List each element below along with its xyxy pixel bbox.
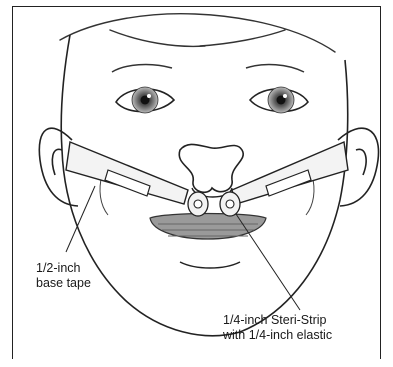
mouth bbox=[180, 262, 240, 268]
left-base-tape bbox=[66, 142, 188, 204]
hair-strands bbox=[60, 14, 335, 52]
nose-with-tape bbox=[179, 144, 243, 216]
steri-strip-leader-line bbox=[236, 214, 300, 310]
right-base-tape bbox=[232, 142, 348, 204]
base-tape-callout: 1/2-inch base tape bbox=[36, 261, 91, 291]
left-eye bbox=[116, 87, 174, 113]
left-eyebrow bbox=[112, 65, 172, 72]
base-tape-callout-line2: base tape bbox=[36, 276, 91, 290]
steri-strip-callout-line1: 1/4-inch Steri-Strip bbox=[223, 313, 327, 327]
steri-strip-callout: 1/4-inch Steri-Strip with 1/4-inch elast… bbox=[223, 313, 332, 343]
right-eyebrow bbox=[246, 65, 304, 72]
base-tape-callout-line1: 1/2-inch bbox=[36, 261, 80, 275]
right-eye bbox=[250, 87, 308, 113]
base-tape-leader-line bbox=[66, 186, 95, 252]
steri-strip-callout-line2: with 1/4-inch elastic bbox=[223, 328, 332, 342]
nasal-prong-interface bbox=[150, 214, 266, 240]
